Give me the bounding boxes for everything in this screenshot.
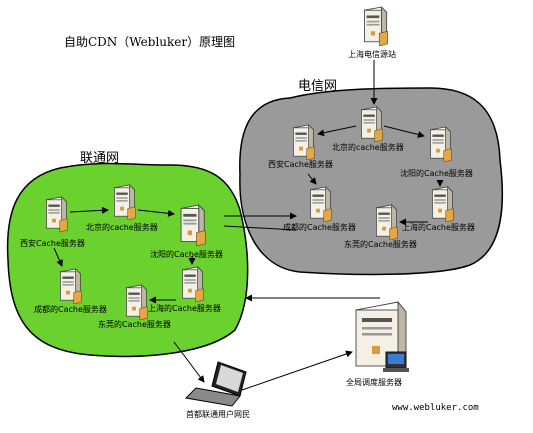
unicom-chengdu-server-icon xyxy=(59,268,82,304)
telecom-shenyang-server-icon xyxy=(429,126,452,162)
arrow-telecom-xian-to-chengdu xyxy=(307,173,317,185)
global-dns-label: 全局调度服务器 xyxy=(346,377,402,387)
global-dns-server-icon xyxy=(355,300,409,372)
unicom-shenyang-server-icon xyxy=(180,204,206,246)
unicom-beijing-label: 北京的cache服务器 xyxy=(86,222,158,232)
unicom-shanghai-server-icon xyxy=(181,266,204,302)
arrow-unicom-beijing-to-shenyang xyxy=(137,209,175,217)
arrow-unicom-xian-to-chengdu xyxy=(53,247,63,267)
unicom-xian-label: 西安Cache服务器 xyxy=(20,238,85,248)
telecom-beijing-server-icon xyxy=(360,106,383,142)
laptop-icon xyxy=(184,361,247,407)
unicom-shanghai-label: 上海的Cache服务器 xyxy=(148,303,221,313)
unicom-dongguan-server-icon xyxy=(125,284,148,320)
telecom-xian-server-icon xyxy=(292,124,315,160)
arrow-telecom-beijing-to-shenyang xyxy=(383,125,425,138)
telecom-dongguan-label: 东莞的Cache服务器 xyxy=(344,239,417,249)
telecom-chengdu-server-icon xyxy=(309,186,332,222)
unicom-shenyang-label: 沈阳的Cache服务器 xyxy=(150,249,223,259)
telecom-dongguan-server-icon xyxy=(375,204,398,240)
telecom-chengdu-label: 成都的Cache服务器 xyxy=(283,222,356,232)
telecom-beijing-label: 北京的cache服务器 xyxy=(332,142,404,152)
arrow-telecom-beijing-to-xian xyxy=(317,125,357,137)
unicom-beijing-server-icon xyxy=(113,184,136,220)
arrow-user-to-dns xyxy=(241,350,353,391)
website-url: www.webluker.com xyxy=(392,403,479,413)
telecom-network-label: 电信网 xyxy=(298,79,337,94)
telecom-shanghai-server-icon xyxy=(431,186,454,222)
telecom-shenyang-label: 沈阳的Cache服务器 xyxy=(400,168,473,178)
origin-server-label: 上海电信源站 xyxy=(348,49,396,59)
unicom-chengdu-label: 成都的Cache服务器 xyxy=(34,304,107,314)
telecom-xian-label: 西安Cache服务器 xyxy=(268,159,333,169)
page-title: 自助CDN（Webluker）原理图 xyxy=(64,35,235,49)
unicom-dongguan-label: 东莞的Cache服务器 xyxy=(98,319,171,329)
origin-server-icon xyxy=(363,6,388,46)
unicom-network-label: 联通网 xyxy=(80,151,119,166)
user-label: 首都联通用户网民 xyxy=(186,409,250,419)
unicom-xian-server-icon xyxy=(45,196,68,232)
telecom-shanghai-label: 上海的Cache服务器 xyxy=(402,222,475,232)
arrow-unicom-to-user xyxy=(173,341,205,383)
link-unicom-telecom xyxy=(223,225,297,231)
arrow-unicom-xian-to-beijing xyxy=(69,206,109,214)
